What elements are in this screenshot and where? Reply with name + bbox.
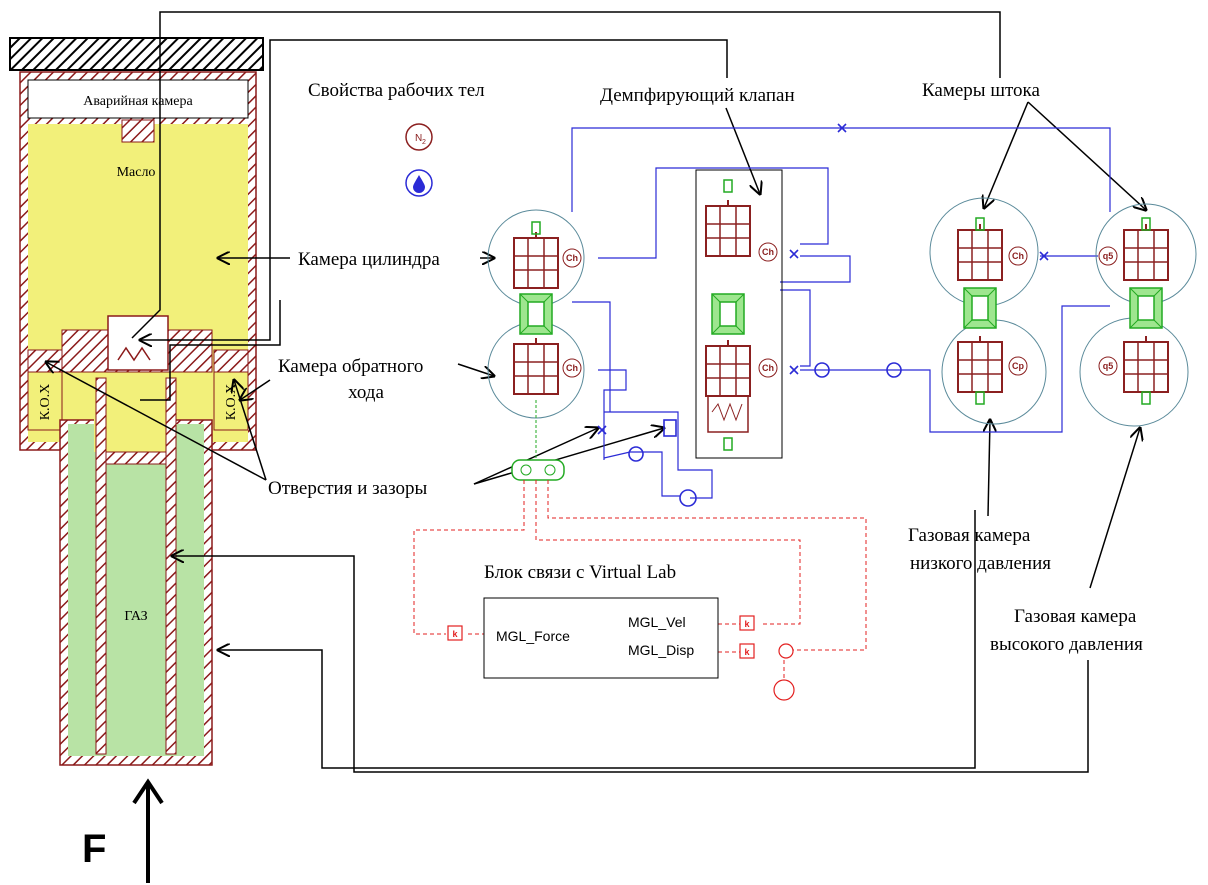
coupling-node [511,459,565,481]
arrow-rod-chamber-1 [984,101,1029,208]
n2-icon-sub: 2 [422,139,426,146]
qs-tag-1: q5 [1103,251,1114,261]
ch-tag-2: Ch [566,363,578,373]
oil-label: Масло [117,165,156,180]
gas-volume [68,424,204,756]
chamber-circles [487,197,1197,427]
label-high-gas-2: высокого давления [990,634,1143,655]
floating-piston [105,451,167,465]
force-label: F [82,827,106,871]
label-cylinder-chamber: Камера цилиндра [298,249,440,270]
ch-tag-4: Ch [762,363,774,373]
label-reverse-chamber-2: хода [348,382,384,403]
oil-volume [28,124,248,338]
arrow-rod-chamber-2 [1027,101,1146,210]
k-tag-1: k [452,629,458,639]
label-damping-valve: Демпфирующий клапан [600,85,795,106]
arrow-damping-valve [725,107,760,194]
k-tag-3: k [744,647,750,657]
rod-oil [94,380,176,452]
emergency-chamber-label: Аварийная камера [83,94,193,109]
emergency-chamber [27,79,249,119]
annotations: Свойства рабочих тел Демпфирующий клапан… [268,80,1143,655]
hydraulic-lines [571,127,1111,499]
vlab-out-disp: MGL_Disp [628,642,694,658]
inner-tube-right [165,377,177,755]
label-fluid-props: Свойства рабочих тел [308,80,485,101]
top-valve [121,119,155,143]
orifice-symbols [597,123,1049,507]
ch-tag-5: Ch [1012,251,1024,261]
rod-chamber-models: Ch Cp q5 q5 [957,217,1169,405]
rev-chamber-left [27,371,63,431]
connector-low-gas [172,556,1089,773]
label-reverse-chamber-1: Камера обратного [278,356,423,377]
ch-tag-1: Ch [566,253,578,263]
arrow-hole-2 [234,380,267,481]
cylinder-chamber-model: Ch Ch [513,221,582,462]
label-high-gas-1: Газовая камера [1014,606,1137,627]
connector-rev [140,300,281,401]
force-arrow-head [132,778,164,805]
right-orifice-block [213,349,249,373]
damping-valve-model: Ch Ch [695,169,783,459]
hydropneumatic-cylinder: Аварийная камера Масло К.О.Х К.О.Х ГАЗ F [9,37,264,883]
left-orifice-block [27,349,63,373]
label-holes-gaps: Отверстия и зазоры [268,478,427,499]
inner-tube-left [95,377,107,755]
vlab-input: MGL_Force [496,628,570,644]
label-low-gas-1: Газовая камера [908,525,1031,546]
connector-rod-chambers [131,11,1001,339]
vlab-block [483,597,719,679]
connector-damping-valve [140,39,728,340]
label-rod-chambers: Камеры штока [922,80,1040,101]
ch-tag-3: Ch [762,247,774,257]
gain-blocks [447,615,795,701]
ground-mount [9,37,264,71]
connector-rev-right [240,379,271,400]
connector-lines [46,11,1146,773]
arrow-high-gas [1089,428,1140,589]
label-low-gas-2: низкого давления [910,553,1051,574]
oil-drop-shape [413,175,425,193]
piston-spring [117,346,151,362]
k-tag-2: k [744,619,750,629]
rev-chamber-left-label: К.О.Х [38,384,53,421]
signal-lines [413,480,867,680]
simulation-model: Ch Ch Ch Ch Ch [405,123,1197,701]
arrow-hole-1 [46,362,267,481]
connector-high-gas [218,510,976,769]
gas-label: ГАЗ [124,609,147,624]
qs-tag-2: q5 [1103,361,1114,371]
n2-icon [405,123,433,151]
arrow-hole-4 [473,428,664,485]
piston-valve [107,315,169,371]
vlab-out-vel: MGL_Vel [628,614,686,630]
gain-labels: k k k [452,619,750,657]
arrow-low-gas [988,420,990,517]
n2-icon-label: N [415,133,422,144]
cp-tag: Cp [1012,361,1024,371]
label-vlab-block: Блок связи с Virtual Lab [484,562,676,583]
